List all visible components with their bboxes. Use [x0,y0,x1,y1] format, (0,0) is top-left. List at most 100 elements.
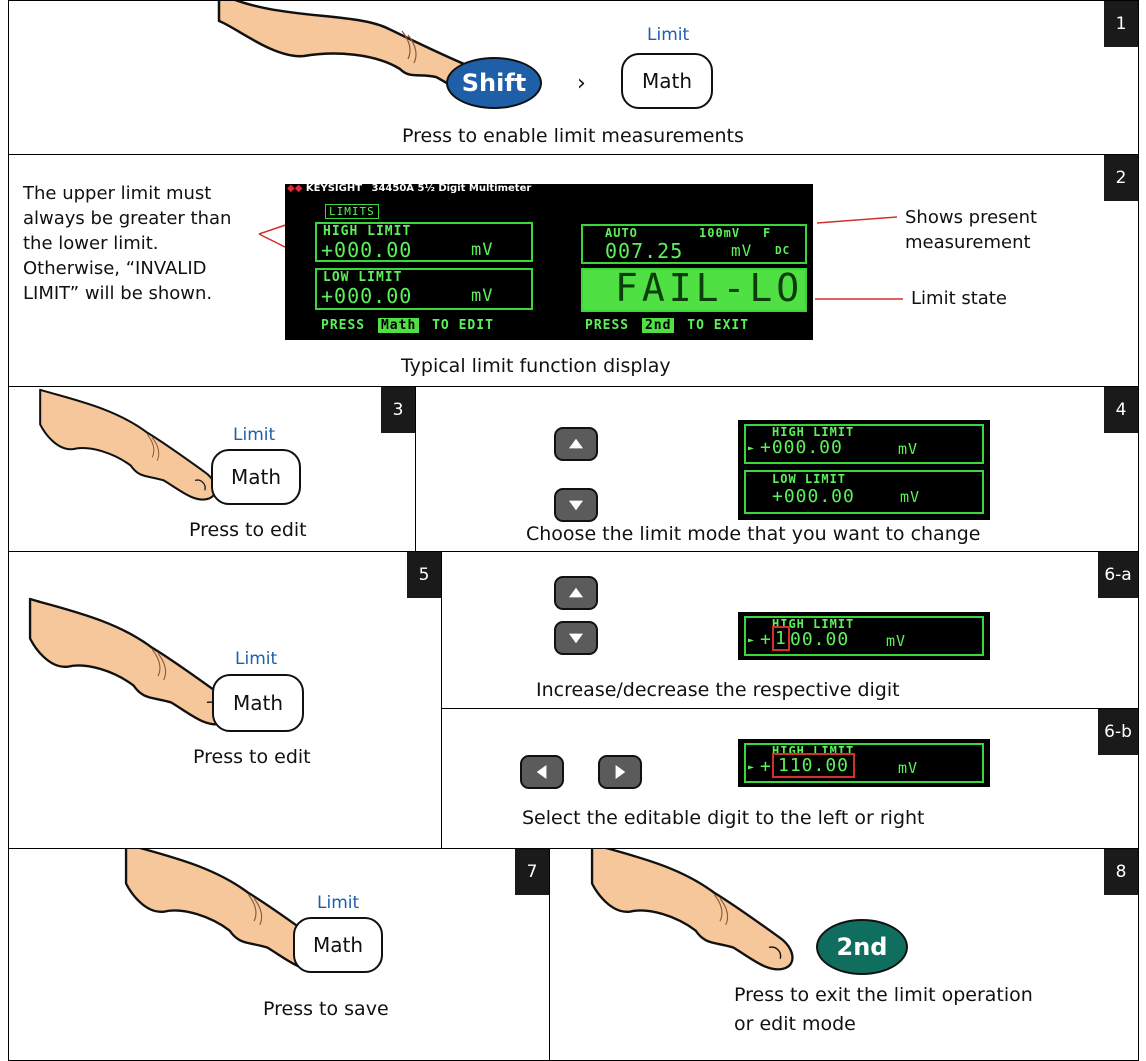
step-2-caption: Typical limit function display [401,355,671,377]
limit-state-callout: Limit state [911,288,1007,309]
high-limit-label: HIGH LIMIT [772,744,855,758]
math-button[interactable]: Math [211,449,301,505]
step-6a-caption: Increase/decrease the respective digit [536,679,900,701]
step-3-panel: Limit Math Press to edit 3 [8,386,416,552]
high-limit-value: +000.00 [760,437,843,458]
up-arrow-icon [568,587,584,598]
step-3-number: 3 [381,387,415,433]
step-2-panel: The upper limit must always be greater t… [8,154,1139,387]
exit-hint-post: TO EXIT [687,318,750,333]
high-limit-box [744,743,984,783]
high-limit-unit: mV [471,240,494,260]
step-6b-panel: HIGH LIMIT ► + 110.00 mV Select the edit… [441,708,1139,849]
high-limit-value: +000.00 [321,238,413,262]
right-arrow-icon [615,764,626,780]
high-limit-label: HIGH LIMIT [323,224,412,239]
selected-digit: 1 [772,626,790,651]
finger-icon [590,849,794,971]
step-1-panel: Shift › Limit Math Press to enable limit… [8,0,1139,155]
right-arrow-button[interactable] [598,755,642,789]
value-sign: + [760,756,772,777]
selection-pointer-icon: ► [748,443,756,454]
low-limit-box [315,268,533,310]
low-limit-box [744,470,984,514]
measurement-callout-line: Shows present [905,207,1038,228]
high-limit-box [744,616,984,656]
step-5-caption: Press to edit [193,746,311,768]
limit-state-text: FAIL-LO [615,266,804,310]
note-line: Otherwise, “INVALID [23,258,207,279]
left-arrow-button[interactable] [520,755,564,789]
selection-pointer-icon: ► [748,762,756,773]
shift-button[interactable]: Shift [446,57,542,109]
step-1-separator: › [577,71,586,96]
selection-pointer-icon: ► [748,635,756,646]
second-button[interactable]: 2nd [816,919,908,975]
left-arrow-icon [536,764,547,780]
high-limit-label: HIGH LIMIT [772,425,855,439]
step-8-caption-line-1: Press to exit the limit operation [734,984,1033,1006]
high-limit-label: HIGH LIMIT [772,617,855,631]
edit-hint-pre: PRESS [321,318,366,333]
exit-hint-pre: PRESS [585,318,630,333]
down-arrow-button[interactable] [554,488,598,522]
exit-hint-key: 2nd [641,318,675,333]
step-4-caption: Choose the limit mode that you want to c… [526,523,981,545]
step-2-number: 2 [1104,155,1138,201]
step-8-number: 8 [1104,849,1138,895]
note-line: always be greater than [23,208,232,229]
down-arrow-icon [568,633,584,644]
value-unit: mV [886,632,907,650]
step-3-caption: Press to edit [189,519,307,541]
math-key-limit-label: Limit [233,425,276,445]
limits-tag: LIMITS [325,204,379,219]
range-value: 100mV [699,226,741,240]
down-arrow-icon [568,500,584,511]
high-limit-box [315,222,533,262]
step-8-caption-line-2: or edit mode [734,1013,856,1035]
math-key-limit-label: Limit [235,649,278,669]
value-unit: mV [898,759,919,777]
step-4-panel: HIGH LIMIT ► +000.00 mV LOW LIMIT +000.0… [415,386,1139,552]
measurement-callout: Shows present measurement [905,205,1037,255]
math-button[interactable]: Math [293,917,383,973]
step-1-number: 1 [1104,1,1138,47]
up-arrow-button[interactable] [554,576,598,610]
note-line: The upper limit must [23,183,212,204]
step-8-panel: 2nd Press to exit the limit operation or… [549,848,1139,1061]
measurement-dc: DC [775,244,791,257]
digit-select-display: HIGH LIMIT ► + 110.00 mV [738,739,990,787]
step-5-panel: Limit Math Press to edit 5 [8,551,442,849]
down-arrow-button[interactable] [554,621,598,655]
step-6a-number: 6-a [1098,552,1138,598]
step-4-number: 4 [1104,387,1138,433]
math-button[interactable]: Math [621,53,713,109]
measurement-box [581,224,807,264]
brand-name: KEYSIGHT [305,183,363,194]
limit-mode-display: HIGH LIMIT ► +000.00 mV LOW LIMIT +000.0… [738,420,990,520]
math-key-limit-label: Limit [647,25,690,45]
measurement-callout-line: measurement [905,232,1031,253]
range-auto: AUTO [605,226,638,240]
math-key-limit-label: Limit [317,893,360,913]
keysight-logo-icon: ◆◆ KEYSIGHT 34450A 5½ Digit Multimeter [287,183,532,194]
up-arrow-icon [568,438,584,449]
low-limit-value: +000.00 [772,486,855,507]
step-5-number: 5 [407,552,441,598]
exit-hint: PRESS 2nd TO EXIT [585,318,749,333]
math-button[interactable]: Math [212,674,304,732]
step-7-caption: Press to save [263,998,389,1020]
up-arrow-button[interactable] [554,427,598,461]
model-name: 34450A 5½ Digit Multimeter [371,183,532,194]
low-limit-value: +000.00 [321,284,413,308]
edit-hint: PRESS Math TO EDIT [321,318,494,333]
step-6a-panel: HIGH LIMIT ► + 1 00.00 mV Increase/decre… [441,551,1139,709]
step-1-caption: Press to enable limit measurements [402,125,744,147]
note-line: the lower limit. [23,233,159,254]
limit-state-box [581,268,807,312]
step-7-panel: Limit Math Press to save 7 [8,848,550,1061]
low-limit-unit: mV [471,286,494,306]
measurement-unit: mV [731,241,753,260]
edit-hint-post: TO EDIT [432,318,494,333]
step-6b-number: 6-b [1098,709,1138,755]
